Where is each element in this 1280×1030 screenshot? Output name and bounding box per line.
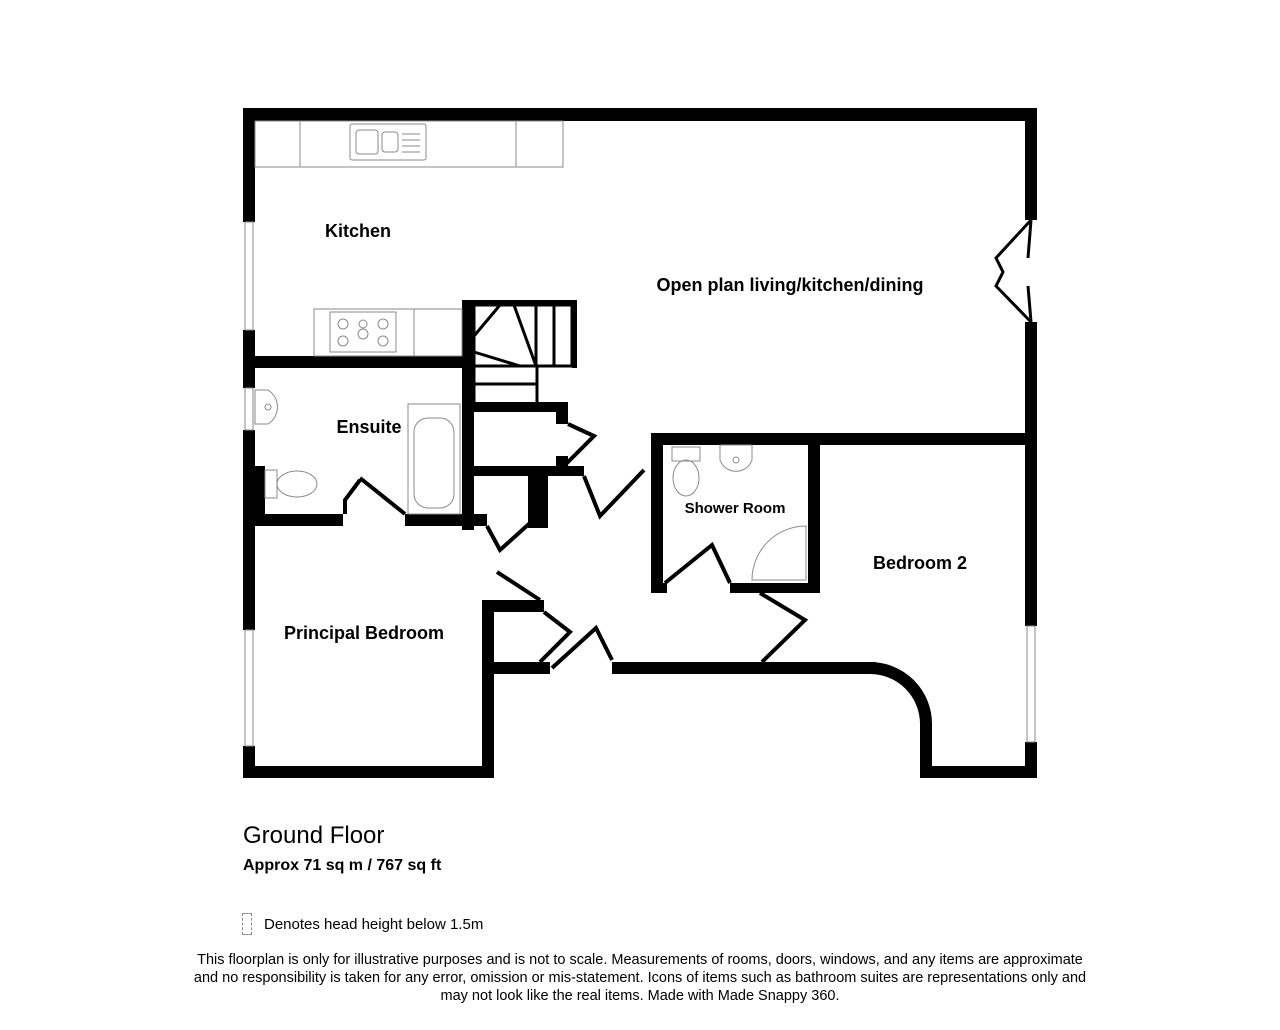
legend-label: Denotes head height below 1.5m [264, 915, 484, 933]
disclaimer: This floorplan is only for illustrative … [140, 951, 1140, 1005]
door-cupboard [562, 422, 598, 468]
sink [349, 123, 427, 161]
wall-stairs-right [572, 300, 577, 368]
floor-area: Approx 71 sq m / 767 sq ft [243, 857, 442, 874]
wall-shower-left [651, 433, 663, 593]
doors [343, 422, 809, 670]
wall-ensuite-right [462, 300, 474, 530]
floor-plan: Kitchen Open plan living/kitchen/dining … [243, 108, 1037, 778]
wall-cupboard-bottom2 [482, 662, 550, 674]
wall-ensuite-bottom-b [405, 514, 487, 526]
hob [329, 311, 397, 353]
window-bedroom2 [1026, 625, 1036, 743]
wall-bed1-right [482, 600, 494, 778]
wall-hall-bottom [612, 662, 876, 674]
toilet-ensuite [264, 469, 278, 499]
toilet-shower [671, 446, 701, 462]
wall-ensuite-bottom-a [243, 514, 343, 526]
wall-bed1-top [482, 600, 544, 612]
floor-title: Ground Floor [243, 822, 385, 849]
door-bedroom2 [758, 591, 809, 664]
wall-right-mid [1025, 322, 1037, 626]
legend: Denotes head height below 1.5m [242, 913, 483, 935]
wall-curved [869, 662, 932, 772]
wall-shower-right [808, 433, 820, 593]
label-open-plan: Open plan living/kitchen/dining [656, 275, 923, 295]
disclaimer-line-3: may not look like the real items. Made w… [440, 988, 840, 1004]
window-ensuite [244, 387, 254, 431]
wall-left-upper [243, 108, 255, 222]
wall-cupboard-bottom [462, 466, 584, 476]
disclaimer-line-2: and no responsibility is taken for any e… [193, 970, 1087, 986]
french-doors [994, 218, 1033, 324]
door-shower [663, 541, 732, 585]
wall-bottom-left [243, 766, 494, 778]
worktop-top [254, 120, 564, 168]
wall-cupboard-right [556, 402, 568, 424]
wall-shower-bottom [730, 583, 820, 593]
label-kitchen: Kitchen [325, 221, 391, 241]
kitchen-units [254, 120, 564, 357]
wall-kitchen-ensuite [243, 356, 475, 368]
shower-tray [751, 525, 807, 581]
label-ensuite: Ensuite [336, 417, 401, 437]
wall-right-upper [1025, 108, 1037, 220]
stairs [472, 303, 574, 402]
wall-cupboard-right2 [556, 456, 568, 474]
worktop-island [313, 308, 463, 357]
ensuite-fixtures [254, 389, 461, 515]
shower-fixtures [671, 444, 807, 581]
head-height-swatch-icon [242, 913, 252, 935]
wall-hall-b [538, 476, 548, 528]
wall-ensuite-stub [243, 466, 265, 526]
label-shower-room: Shower Room [685, 500, 786, 517]
basin-shower [719, 444, 753, 472]
wall-stairs-top [462, 300, 576, 305]
wall-shower-top [651, 433, 1037, 445]
wall-left-lower [243, 430, 255, 630]
wall-bottom-right [920, 766, 1037, 778]
window-kitchen [244, 221, 254, 331]
bath [407, 403, 461, 515]
wall-shower-bottom-l [651, 583, 667, 593]
label-principal-bedroom: Principal Bedroom [284, 623, 444, 643]
windows [244, 221, 1036, 747]
door-bed1 [485, 512, 542, 602]
label-bedroom-2: Bedroom 2 [873, 553, 967, 573]
door-ensuite [343, 476, 407, 516]
wall-hall-a [528, 476, 538, 528]
wall-stairs-mid [462, 402, 568, 412]
wall-top [243, 108, 1037, 121]
walls [243, 108, 1037, 778]
door-front [538, 610, 614, 670]
door-hall [582, 468, 646, 520]
basin-ensuite [254, 389, 278, 425]
disclaimer-line-1: This floorplan is only for illustrative … [197, 952, 1083, 968]
window-principal [244, 629, 254, 747]
